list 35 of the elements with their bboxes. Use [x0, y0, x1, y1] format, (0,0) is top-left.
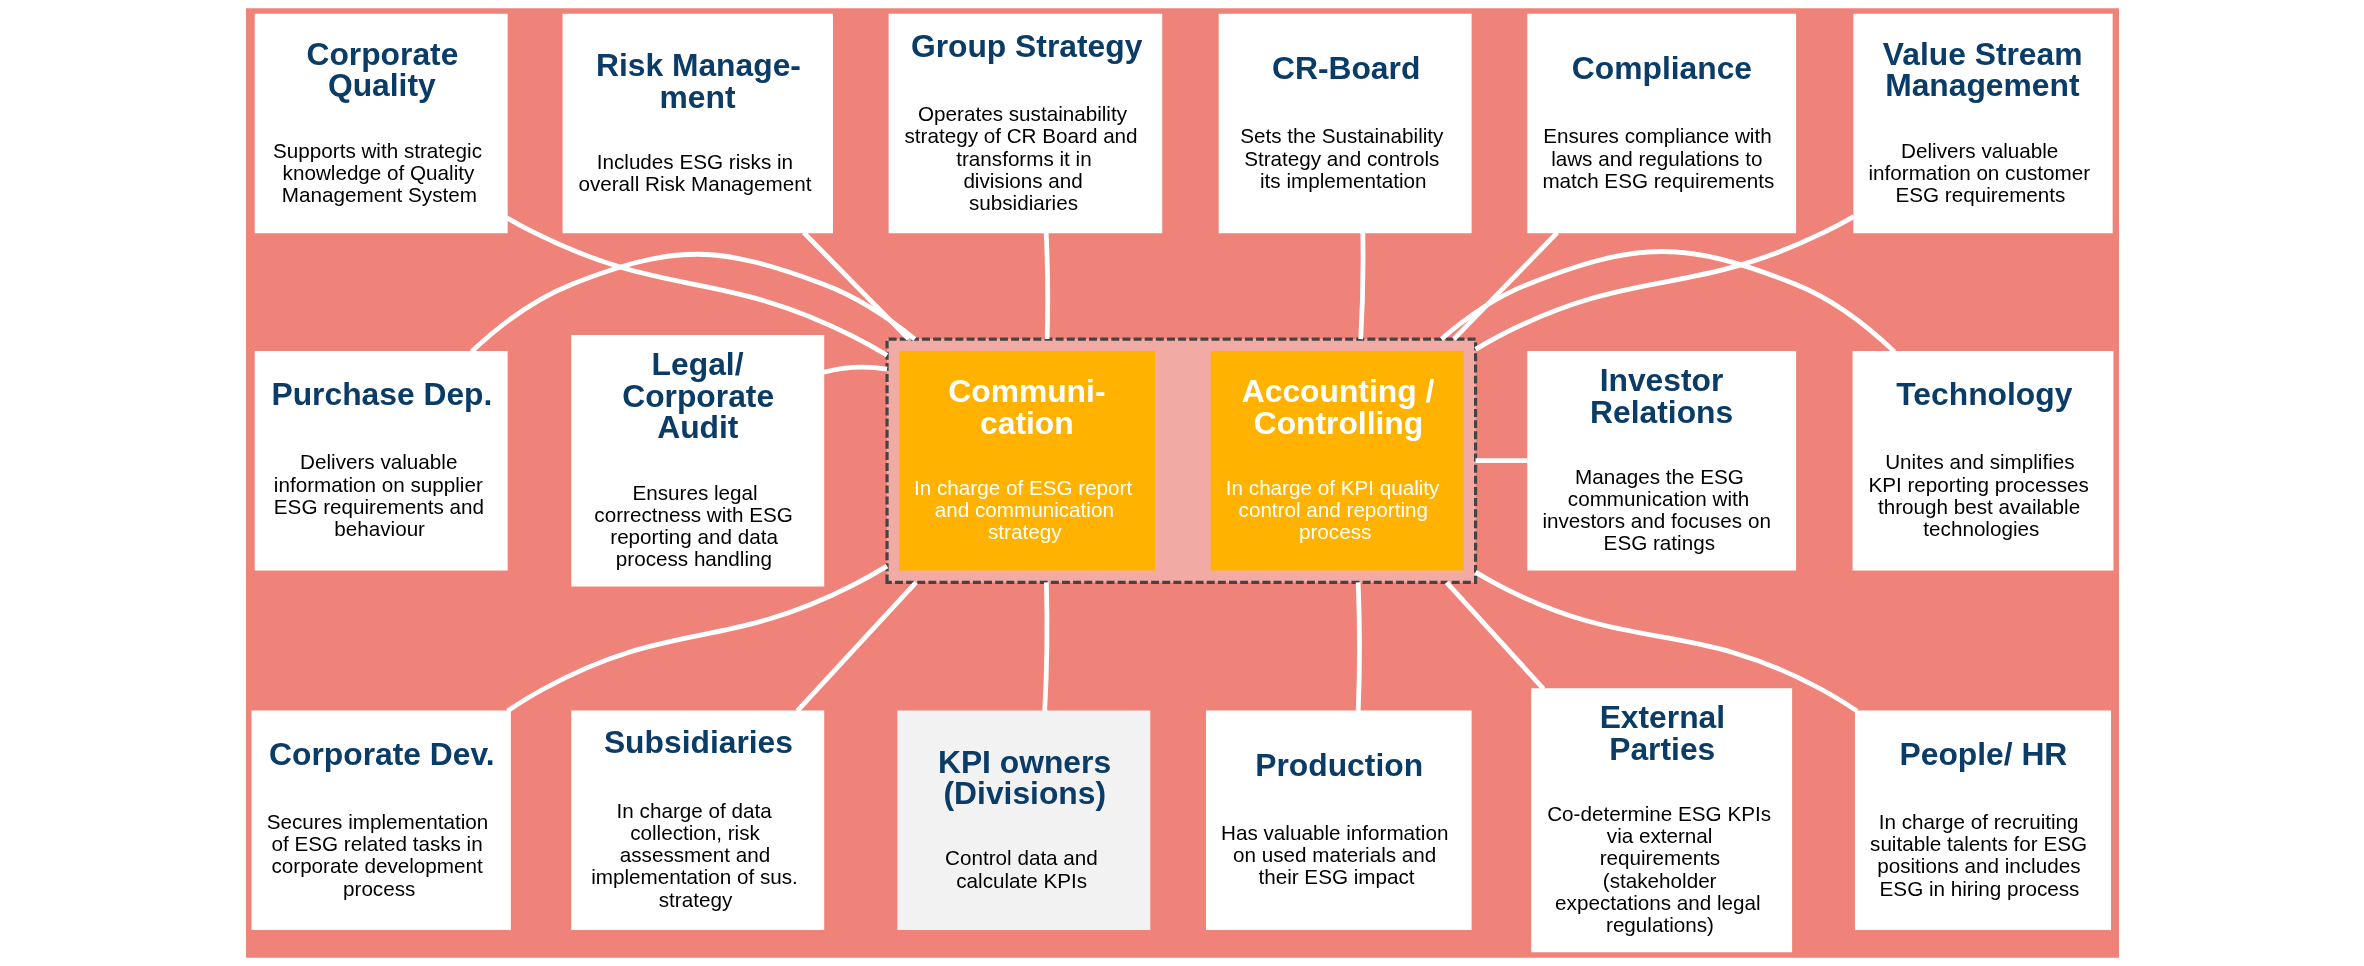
- connector: [1355, 582, 1362, 711]
- node-box: Legal/ Corporate Audit Ensures legal correctness with ESG reporting and data process handling: [570, 335, 824, 587]
- node-box: KPI owners (Divisions) Control data and calculate KPIs: [896, 710, 1150, 930]
- node-box: Corporate Dev. Secures implementation of ESG related tasks in corporate development process: [251, 710, 511, 930]
- node-box: Investor Relations Manages the ESG communication with investors and focuses on ESG ratings: [1526, 350, 1796, 571]
- node-box: Value Stream Management Delivers valuable information on customer ESG requirements: [1852, 13, 2113, 234]
- node-box: Risk Manage- ment Includes ESG risks in overall Risk Management: [562, 13, 833, 234]
- node-box: People/ HR In charge of recruiting suitable talents for ESG positions and includes ESG in hiring process: [1854, 710, 2111, 930]
- connector: [822, 364, 887, 375]
- node-box: Purchase Dep. Delivers valuable information on supplier ESG requirements and behaviour: [254, 350, 508, 571]
- node-box: Subsidiaries In charge of data collection, risk assessment and implementation of sus. strategy: [570, 710, 824, 930]
- connector: [1041, 582, 1049, 711]
- connector: [795, 580, 918, 713]
- connector: [1444, 580, 1545, 691]
- connector: [1473, 214, 1855, 352]
- node-box: Group Strategy Operates sustainability strategy of CR Board and transforms it in divisions and subsidiaries: [888, 13, 1162, 234]
- node-box: Communi- cation In charge of ESG report and communication strategy: [898, 350, 1155, 571]
- node-box: Corporate Quality Supports with strategic knowledge of Quality Management System: [254, 13, 508, 234]
- node-box: Compliance Ensures compliance with laws and regulations to match ESG requirements: [1526, 13, 1796, 234]
- connector: [469, 251, 916, 354]
- node-box: Accounting / Controlling In charge of KPI quality control and reporting process: [1210, 350, 1464, 571]
- connector: [1473, 570, 1858, 714]
- connector: [1475, 458, 1528, 464]
- connector: [1451, 230, 1559, 341]
- connector: [505, 564, 888, 713]
- node-box: External Parties Co-determine ESG KPIs via external requirements (stakeholder expectations and legal regulations): [1530, 688, 1792, 953]
- cluster: [884, 337, 1477, 584]
- connector: [1439, 249, 1896, 354]
- connector: [505, 215, 888, 358]
- node-box: Technology Unites and simplifies KPI reporting processes through best available technologies: [1852, 350, 2113, 571]
- connector: [801, 230, 910, 341]
- connector: [1043, 232, 1050, 340]
- node-box: CR-Board Sets the Sustainability Strategy and controls its implementation: [1218, 13, 1472, 234]
- connector: [1357, 232, 1365, 340]
- node-box: Production Has valuable information on used materials and their ESG impact: [1205, 710, 1472, 930]
